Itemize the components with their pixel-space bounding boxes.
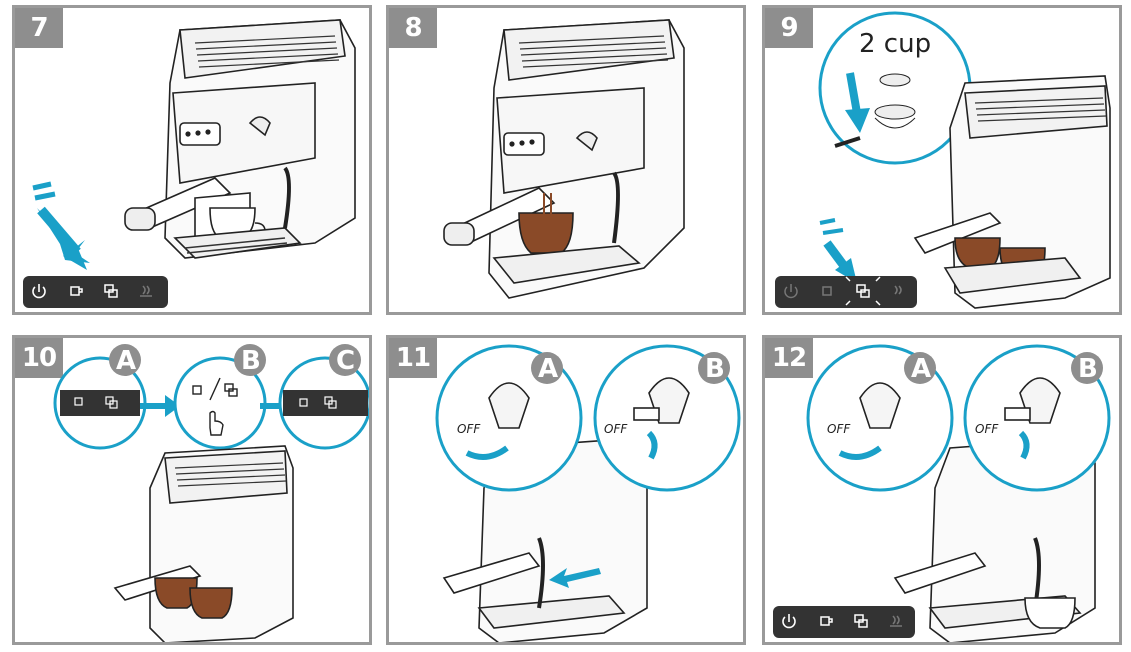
callout-letter: B	[705, 354, 725, 384]
step-number: 12	[765, 338, 813, 378]
steam-icon	[894, 285, 902, 295]
single-cup-icon	[70, 286, 83, 296]
knob-callout-a: OFF A	[806, 344, 954, 492]
arrow-icon	[549, 568, 601, 588]
off-label: OFF	[604, 422, 628, 436]
step-number: 9	[765, 8, 813, 48]
single-cup-icon	[820, 616, 833, 626]
arrow-icon	[140, 395, 180, 417]
step-12-panel: 12 OFF A OFF B	[762, 335, 1122, 645]
single-cup-icon	[822, 286, 832, 296]
callout-letter: C	[336, 346, 355, 376]
step-7-panel: 7	[12, 5, 372, 315]
espresso-machine	[124, 19, 356, 259]
knob-callout-b: OFF B	[963, 344, 1111, 492]
off-label: OFF	[827, 422, 851, 436]
step-11-panel: 11 OFF A OFF B	[386, 335, 746, 645]
double-cup-icon	[104, 284, 118, 298]
cup-label: 2 cup	[859, 29, 931, 59]
step-10-illustration: A B C	[53, 344, 369, 642]
control-panel	[23, 276, 168, 308]
callout-letter: A	[116, 346, 136, 376]
step-11-illustration: OFF A OFF B	[435, 344, 741, 642]
step-9-illustration: 2 cup	[775, 11, 1111, 309]
step-9-panel: 9 2 cup	[762, 5, 1122, 315]
hand-icon	[209, 410, 224, 436]
press-arrow	[32, 181, 90, 270]
off-label: OFF	[457, 422, 481, 436]
callout-letter: B	[1078, 354, 1098, 384]
step-8-illustration	[443, 19, 685, 299]
step-number: 7	[15, 8, 63, 48]
callout-letter: A	[538, 354, 558, 384]
step-8-panel: 8	[386, 5, 746, 315]
callout-c: C	[278, 344, 369, 450]
knob-callout-b: OFF B	[593, 344, 741, 492]
power-icon	[784, 284, 798, 299]
knob-callout-a: OFF A	[435, 344, 583, 492]
step-number: 8	[389, 8, 437, 48]
espresso-machine	[443, 19, 685, 299]
power-icon	[32, 284, 46, 299]
step-number: 10	[15, 338, 63, 378]
callout-letter: A	[911, 354, 931, 384]
power-icon	[782, 614, 796, 629]
callout-b: B	[173, 344, 267, 450]
press-arrow	[819, 218, 857, 283]
callout-a: A	[53, 344, 147, 450]
double-cup-icon	[845, 276, 881, 306]
filter-callout: 2 cup	[818, 11, 972, 165]
step-12-illustration: OFF A OFF B	[773, 344, 1111, 642]
steam-icon	[890, 615, 902, 627]
espresso-machine	[113, 445, 294, 642]
double-cup-icon	[854, 614, 868, 628]
control-panel	[773, 606, 915, 638]
callout-letter: B	[241, 346, 261, 376]
step-number: 11	[389, 338, 437, 378]
step-10-panel: 10 A B	[12, 335, 372, 645]
off-label: OFF	[975, 422, 999, 436]
espresso-machine	[913, 75, 1111, 309]
steam-icon	[140, 285, 152, 297]
control-panel	[775, 276, 917, 308]
step-7-illustration	[23, 19, 356, 308]
